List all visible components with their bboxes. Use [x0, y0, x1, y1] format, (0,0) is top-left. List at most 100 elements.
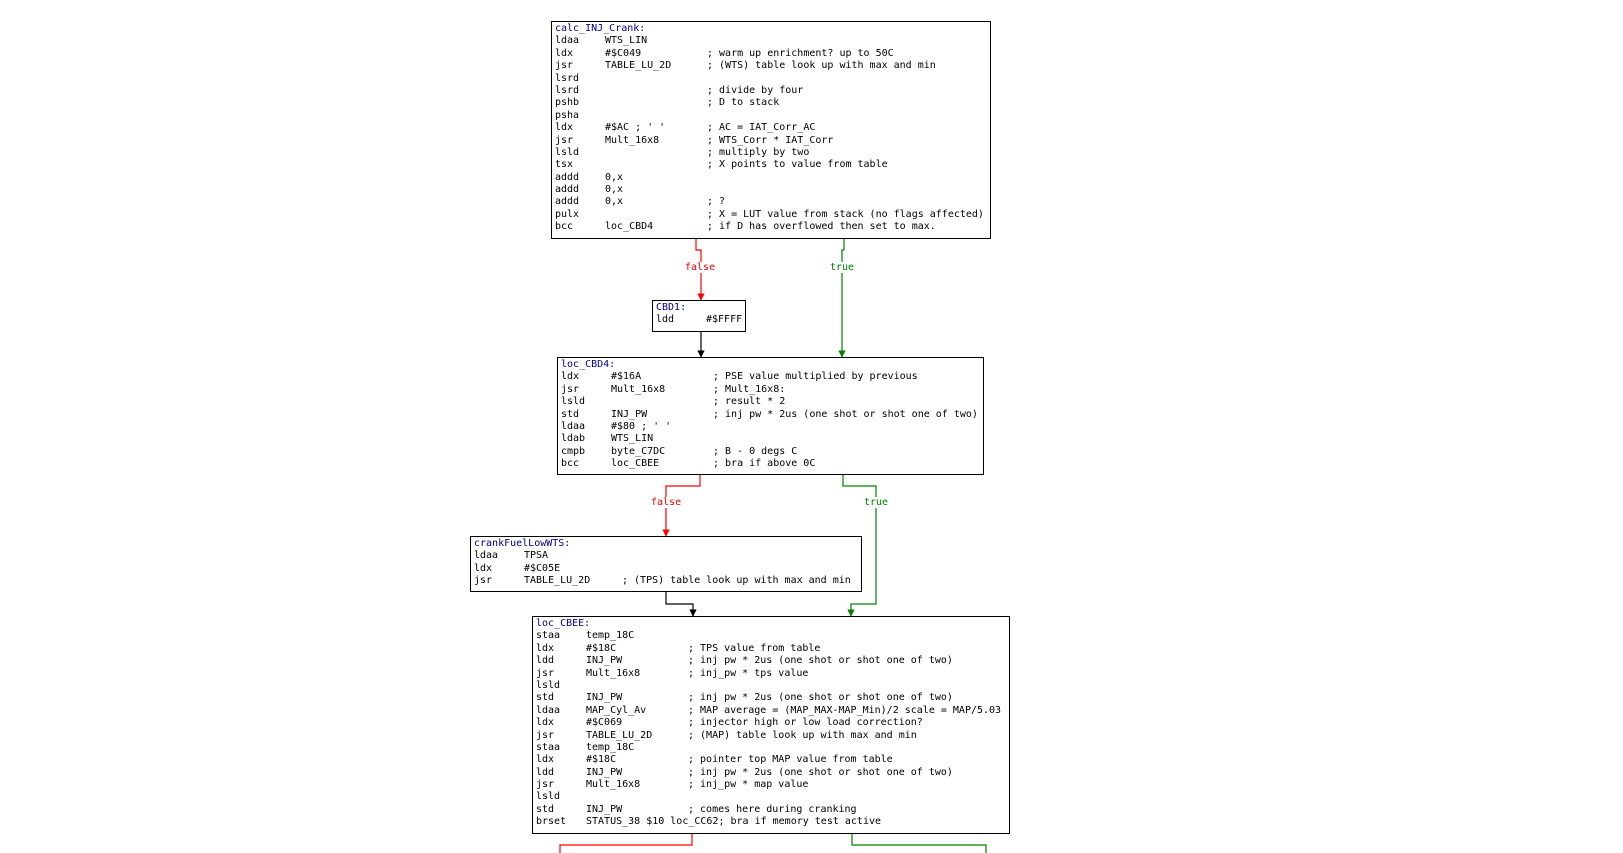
asm-line: ldx#$C05E	[474, 563, 861, 575]
asm-mnemonic: psha	[555, 109, 580, 121]
asm-line: pulx; X = LUT value from stack (no flags…	[555, 209, 990, 221]
block-label[interactable]: loc_CBD4:	[561, 359, 616, 370]
asm-comment: ; result * 2	[713, 396, 786, 408]
asm-operand: TABLE_LU_2D	[524, 575, 591, 587]
asm-line: pshb ; D to stack	[555, 97, 990, 109]
asm-operand: MAP_Cyl_Av	[586, 704, 647, 716]
asm-operand: 0,x	[605, 171, 624, 183]
asm-operand: INJ_PW	[586, 803, 623, 815]
asm-comment: ; WTS_Corr * IAT_Corr	[707, 134, 834, 146]
asm-mnemonic: ldaa	[555, 35, 580, 47]
asm-comment: ; pointer top MAP value from table	[688, 754, 893, 766]
asm-line: brset STATUS_38 $10 loc_CC62; bra if memo…	[536, 816, 1009, 828]
asm-operand: #$FFFF	[706, 314, 743, 326]
asm-operand: TPSA	[524, 550, 549, 562]
asm-comment: ; Mult_16x8:	[713, 383, 786, 395]
block-label[interactable]: loc_CBEE:	[536, 618, 591, 629]
asm-mnemonic: lsrd	[555, 84, 580, 96]
block-label[interactable]: crankFuelLowWTS:	[474, 538, 571, 549]
edge-true-calc-to-loccbd4	[838, 238, 846, 358]
asm-mnemonic: addd	[555, 171, 580, 183]
asm-mnemonic: lsld	[561, 396, 586, 408]
asm-operand: WTS_LIN	[605, 35, 648, 47]
asm-comment: ; X points to value from table	[707, 159, 888, 171]
asm-operand: TABLE_LU_2D	[605, 60, 672, 72]
asm-line: ldx#$18C; pointer top MAP value from tab…	[536, 754, 1009, 766]
edge-label-true-1: true	[829, 262, 856, 273]
asm-comment: ; inj_pw * map value	[688, 779, 809, 791]
asm-mnemonic: lsrd	[555, 72, 580, 84]
asm-mnemonic: ldx	[555, 122, 574, 134]
asm-line: ldd#$FFFF	[656, 314, 745, 326]
edge-crank-to-loccbee	[665, 592, 697, 617]
asm-line: addd 0,x	[555, 172, 990, 184]
edge-false-loccbd4-to-crank	[662, 474, 701, 537]
asm-operand: temp_18C	[586, 630, 635, 642]
asm-comment: ; (WTS) table look up with max and min	[707, 60, 936, 72]
asm-mnemonic: ldx	[555, 47, 574, 59]
asm-comment: ; bra if above 0C	[713, 458, 816, 470]
code-block-loc-cbd4[interactable]: loc_CBD4:ldx#$16A; PSE value multiplied …	[557, 357, 984, 475]
asm-comment: ; D to stack	[707, 97, 780, 109]
block-label[interactable]: CBD1:	[656, 302, 687, 313]
asm-operand: 0,x	[605, 184, 624, 196]
asm-mnemonic: tsx	[555, 159, 574, 171]
asm-mnemonic: addd	[555, 184, 580, 196]
asm-comment: ; (TPS) table look up with max and min	[622, 575, 851, 587]
asm-line: lsrd	[555, 73, 990, 85]
asm-line: tsx ; X points to value from table	[555, 159, 990, 171]
asm-mnemonic: pshb	[555, 97, 580, 109]
asm-line: ldx#$18C; TPS value from table	[536, 643, 1009, 655]
asm-operand: #$AC ; ' '	[605, 122, 666, 134]
asm-line: ldx#$AC ; ' '; AC = IAT_Corr_AC	[555, 122, 990, 134]
asm-mnemonic: ldx	[474, 562, 493, 574]
asm-comment: ; inj pw * 2us (one shot or shot one of …	[713, 408, 978, 420]
block-label[interactable]: calc_INJ_Crank:	[555, 23, 646, 34]
asm-line: psha	[555, 110, 990, 122]
asm-operand: Mult_16x8	[586, 779, 641, 791]
asm-operand: #$C069	[586, 717, 623, 729]
asm-line: lsld	[536, 791, 1009, 803]
asm-mnemonic: jsr	[536, 667, 555, 679]
asm-comment: ; comes here during cranking	[688, 803, 857, 815]
asm-operand: #$18C	[586, 642, 617, 654]
asm-operand: loc_CBEE	[611, 458, 660, 470]
asm-operand: Mult_16x8	[605, 134, 660, 146]
asm-mnemonic: addd	[555, 196, 580, 208]
asm-comment: ; inj pw * 2us (one shot or shot one of …	[688, 655, 953, 667]
edge-label-false-1: false	[684, 262, 717, 273]
asm-mnemonic: cmpb	[561, 445, 586, 457]
asm-mnemonic: staa	[536, 630, 561, 642]
asm-mnemonic: ldd	[536, 655, 555, 667]
asm-operand: #$C049	[605, 47, 642, 59]
asm-operand: WTS_LIN	[611, 433, 654, 445]
asm-operand: INJ_PW	[586, 766, 623, 778]
asm-operand: INJ_PW	[586, 692, 623, 704]
asm-mnemonic: jsr	[536, 779, 555, 791]
asm-operand: temp_18C	[586, 741, 635, 753]
edge-label-true-2: true	[863, 497, 890, 508]
asm-mnemonic: std	[561, 408, 580, 420]
asm-mnemonic: brset	[536, 816, 567, 828]
edge-label-false-2: false	[650, 497, 683, 508]
asm-mnemonic: ldx	[536, 754, 555, 766]
asm-mnemonic: jsr	[555, 134, 574, 146]
asm-mnemonic: jsr	[561, 383, 580, 395]
code-block-cbd1[interactable]: CBD1:ldd#$FFFF	[652, 300, 746, 332]
edge-true-loccbee-out	[851, 833, 987, 853]
asm-operand: STATUS_38 $10 loc_CC62; bra if memory te…	[586, 816, 882, 828]
